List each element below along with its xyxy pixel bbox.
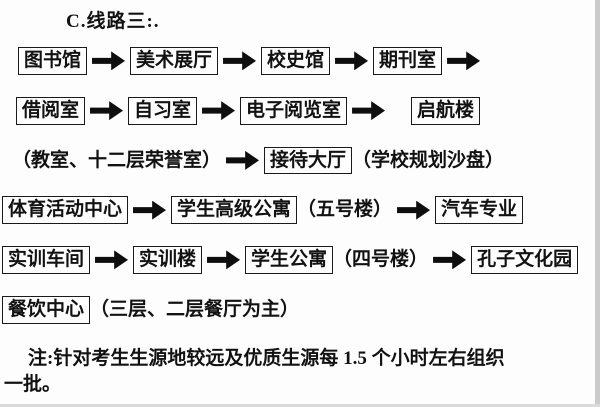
- flow-node-training-workshop: 实训车间: [2, 246, 91, 274]
- flow-row-6: 餐饮中心 （三层、二层餐厅为主）: [2, 295, 600, 324]
- flow-node-dining-center: 餐饮中心: [2, 295, 91, 324]
- flow-node-qihang-building: 启航楼: [411, 96, 481, 125]
- arrow-right-icon: [133, 200, 167, 220]
- scan-edge-bottom: [0, 404, 600, 407]
- page-title: C.线路三:.: [66, 11, 160, 32]
- flow-node-borrowing-room: 借阅室: [16, 96, 86, 125]
- arrow-right-icon: [447, 51, 481, 71]
- arrow-right-icon: [335, 51, 369, 71]
- flow-node-art-exhibition-hall: 美术展厅: [130, 47, 219, 75]
- arrow-right-icon: [223, 51, 257, 71]
- flow-node-library: 图书馆: [18, 47, 88, 75]
- scan-edge-right: [595, 0, 600, 407]
- flow-node-automobile-major: 汽车专业: [435, 196, 524, 224]
- annotation-classrooms-honor-room: （教室、十二层荣誉室）: [12, 149, 222, 171]
- note-line-2: 一批。: [4, 374, 62, 396]
- flow-node-training-building: 实训楼: [133, 246, 203, 274]
- flow-node-student-apartment: 学生公寓: [245, 246, 334, 274]
- arrow-right-icon: [226, 150, 260, 170]
- annotation-building-4: （四号楼）: [333, 249, 429, 270]
- arrow-right-icon: [95, 250, 129, 270]
- flow-row-2: 借阅室 自习室 电子阅览室 启航楼: [16, 96, 600, 125]
- flow-node-student-senior-apartment: 学生高级公寓: [171, 196, 298, 224]
- flow-row-3: （教室、十二层荣誉室） 接待大厅 （学校规划沙盘）: [12, 146, 600, 175]
- flow-node-periodical-room: 期刊室: [373, 47, 443, 75]
- arrow-right-icon: [352, 101, 386, 121]
- flow-node-e-reading-room: 电子阅览室: [240, 96, 348, 125]
- annotation-dining-floors: （三层、二层餐厅为主）: [90, 298, 300, 320]
- flow-node-confucius-culture-park: 孔子文化园: [471, 246, 579, 274]
- note-text: 注:针对考生生源地较远及优质生源每 1.5 个小时左右组织 一批。: [0, 346, 600, 399]
- arrow-right-icon: [90, 101, 124, 121]
- flow-node-school-history-hall: 校史馆: [261, 47, 331, 75]
- flow-node-sports-activity-center: 体育活动中心: [2, 196, 129, 224]
- flow-row-1: 图书馆 美术展厅 校史馆 期刊室: [18, 47, 600, 75]
- flow-node-self-study-room: 自习室: [128, 96, 198, 125]
- arrow-right-icon: [433, 250, 467, 270]
- arrow-right-icon: [397, 200, 431, 220]
- arrow-right-icon: [207, 250, 241, 270]
- annotation-building-5: （五号楼）: [297, 199, 393, 221]
- arrow-right-icon: [92, 51, 126, 71]
- flow-node-reception-hall: 接待大厅: [264, 146, 353, 175]
- flow-row-4: 体育活动中心 学生高级公寓 （五号楼） 汽车专业: [2, 196, 600, 224]
- note-line-1: 注:针对考生生源地较远及优质生源每 1.5 个小时左右组织: [28, 347, 505, 369]
- annotation-school-planning-sandbox: （学校规划沙盘）: [352, 149, 505, 171]
- arrow-right-icon: [202, 101, 236, 121]
- flow-row-5: 实训车间 实训楼 学生公寓 （四号楼） 孔子文化园: [2, 246, 600, 274]
